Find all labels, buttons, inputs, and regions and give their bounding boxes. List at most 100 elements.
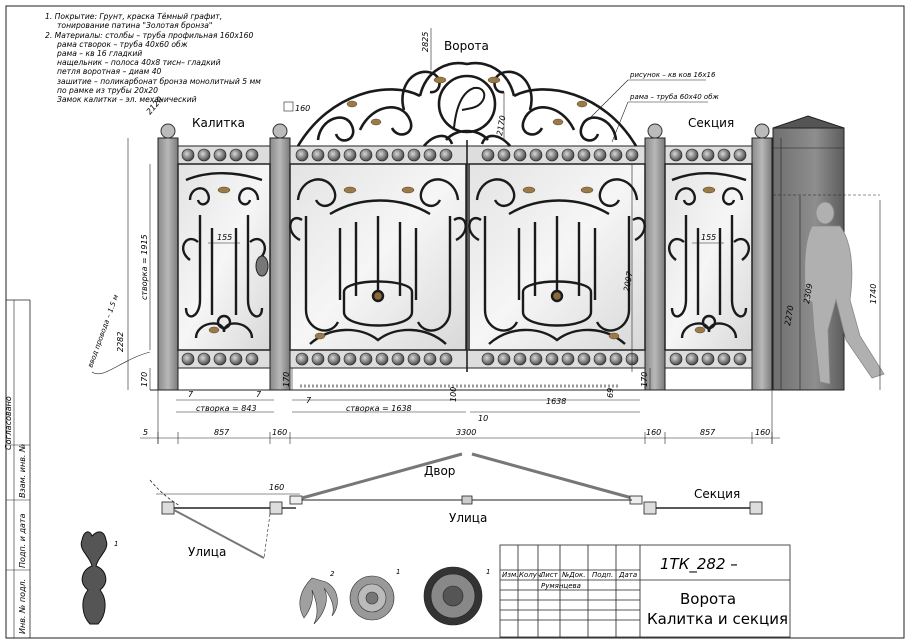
col-header: Лист xyxy=(539,571,559,579)
dim-160-plan: 160 xyxy=(269,483,284,492)
dim-2825: 2825 xyxy=(421,32,430,52)
title-block xyxy=(499,544,791,638)
callout-pattern: рисунок – кв ков 16х16 xyxy=(629,71,716,79)
drawing-code: 1ТК_282 – xyxy=(660,555,738,574)
medallion-part xyxy=(423,566,483,626)
dim-160-box: 160 xyxy=(295,104,310,113)
panel-leaves xyxy=(208,186,716,340)
dim-1915: створка = 1915 xyxy=(140,234,149,300)
label-street-left: Улица xyxy=(188,545,226,559)
dim-7-wicket: 7 xyxy=(256,390,262,399)
label-wicket: Калитка xyxy=(192,116,245,130)
stamp-inv-sub: Взам. инв. № xyxy=(18,444,27,498)
note-line: рама – кв 16 гладкий xyxy=(56,49,142,58)
col-header: Колуч. xyxy=(519,571,543,579)
label-section: Секция xyxy=(688,116,734,130)
rosette-part xyxy=(349,575,395,621)
person-silhouette xyxy=(804,201,885,385)
title-line-1: Ворота xyxy=(680,590,736,608)
gate-left-forging xyxy=(289,178,467,345)
title-line-2: Калитка и секция xyxy=(647,610,788,628)
label-yard: Двор xyxy=(424,464,455,478)
stamp-inv-orig: Инв. № подл. xyxy=(18,579,27,634)
dim-160-end: 160 xyxy=(755,428,770,437)
dimension-texts: 2825 2170 155 155 створка = 1915 2097 23… xyxy=(116,32,878,437)
lock-icon xyxy=(255,255,269,277)
part-label-1: 1 xyxy=(114,540,118,548)
note-line: петля воротная – диам 40 xyxy=(57,67,162,76)
dim-69: 69 xyxy=(606,388,615,398)
gate-elevation xyxy=(150,61,780,391)
note-line: нащельник – полоса 40х8 тисн– гладкий xyxy=(57,58,221,67)
dim-5: 5 xyxy=(143,428,148,437)
author: Румянцева xyxy=(541,582,581,590)
dim-170-right: 170 xyxy=(640,372,649,387)
label-section-plan: Секция xyxy=(694,487,740,501)
col-header: Дата xyxy=(618,571,637,579)
dim-2097: 2097 xyxy=(622,270,635,293)
stamp-agreed: Согласовано xyxy=(4,396,13,450)
part-label-4: 1 xyxy=(486,568,490,576)
dim-1638b: 1638 xyxy=(546,397,566,406)
callout-frame: рама – труба 60х40 обж xyxy=(629,93,720,101)
part-label-3: 1 xyxy=(396,568,400,576)
dim-155-section: 155 xyxy=(701,233,716,242)
dim-7-gate: 7 xyxy=(306,396,312,405)
section-forging xyxy=(668,172,750,339)
notes-block: 1. Покрытие: Грунт, краска Тёмный графит… xyxy=(45,12,261,104)
crest-leaves xyxy=(346,76,588,126)
sheet-border xyxy=(5,5,905,639)
dim-3300: 3300 xyxy=(456,428,476,437)
leaf-part xyxy=(299,577,338,625)
dim-7-left: 7 xyxy=(188,390,194,399)
dim-10: 10 xyxy=(478,414,488,423)
post-right xyxy=(751,137,773,391)
note-line: Замок калитки – эл. механический xyxy=(57,95,197,104)
dim-2309: 2309 xyxy=(802,283,814,305)
label-street: Улица xyxy=(449,511,487,525)
dim-100: 100 xyxy=(449,387,458,402)
note-line: зашитие – поликарбонат бронза монолитный… xyxy=(57,77,261,86)
dim-857-right: 857 xyxy=(700,428,716,437)
col-header: Подп. xyxy=(592,571,613,579)
stamp-sign-date: Подп. и дата xyxy=(18,513,27,568)
side-stamp: Согласовано Взам. инв. № Подп. и дата Ин… xyxy=(4,299,31,638)
post-left xyxy=(157,137,179,391)
finial-part xyxy=(80,531,108,625)
dim-2270: 2270 xyxy=(783,305,795,327)
dimension-lines xyxy=(127,28,881,444)
note-line: тонирование патина "Золотая бронза" xyxy=(57,21,212,30)
post-wicket xyxy=(269,137,291,391)
col-header: №Док. xyxy=(561,571,586,579)
dim-160-right: 160 xyxy=(646,428,661,437)
plan-view xyxy=(149,452,763,559)
dim-1740: 1740 xyxy=(869,284,878,304)
section-panel xyxy=(664,163,753,351)
dim-1638: створка = 1638 xyxy=(346,404,412,413)
part-label-2: 2 xyxy=(330,570,335,578)
callout-wire: ввод провода – 1.5 м xyxy=(86,293,120,369)
col-header: Изм. xyxy=(502,571,518,579)
section-marker xyxy=(283,101,294,112)
dim-170-left: 170 xyxy=(140,372,149,387)
note-line: по рамке из трубы 20х20 xyxy=(57,86,158,95)
gate-right-forging xyxy=(468,178,646,345)
note-line: рама створок – труба 40х60 обж xyxy=(56,40,188,49)
dim-2282: 2282 xyxy=(116,332,125,352)
note-line: 1. Покрытие: Грунт, краска Тёмный графит… xyxy=(45,12,222,21)
medallion-band-bottom xyxy=(177,349,753,369)
wicket-forging xyxy=(182,172,266,339)
dim-160-left: 160 xyxy=(272,428,287,437)
label-gate: Ворота xyxy=(444,39,489,53)
dim-843: створка = 843 xyxy=(196,404,257,413)
dim-2170: 2170 xyxy=(495,115,507,137)
note-line: 2. Материалы: столбы – труба профильная … xyxy=(45,31,254,40)
dim-155-wicket: 155 xyxy=(217,233,232,242)
title-block-cols: Изм. Колуч. Лист №Док. Подп. Дата Румянц… xyxy=(502,571,637,590)
gate-crest xyxy=(296,61,638,147)
wicket-panel xyxy=(177,163,271,351)
medallion-band-top xyxy=(177,145,753,165)
post-gate-right xyxy=(644,137,666,391)
